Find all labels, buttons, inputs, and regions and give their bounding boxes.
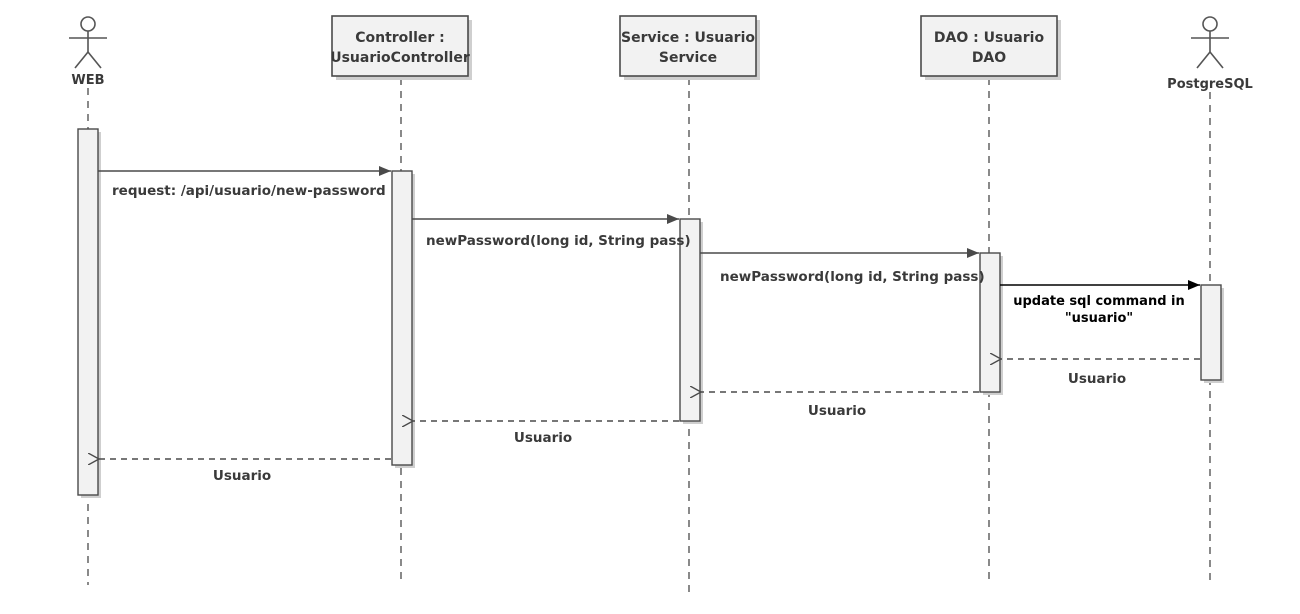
controller-activation [391,170,415,468]
service-return-label: Usuario [514,430,572,446]
dao-participant: DAO : Usuario DAO [920,15,1061,80]
controller-return-label: Usuario [213,468,271,484]
web-actor-label: WEB [71,73,104,88]
service-participant: Service : Usuario Service [619,15,760,80]
service-to-dao-label: newPassword(long id, String pass) [720,269,985,285]
service-label-line1: Service : Usuario [621,30,755,46]
web-actor-icon [69,16,107,69]
postgres-activation [1200,284,1224,383]
controller-to-service-label: newPassword(long id, String pass) [426,233,691,249]
dao-return-label: Usuario [808,403,866,419]
dao-label-line1: DAO : Usuario [934,30,1045,46]
controller-participant: Controller : UsuarioController [330,15,472,80]
service-activation [679,218,703,424]
db-return-label: Usuario [1068,371,1126,387]
controller-label-line1: Controller : [355,30,445,46]
controller-label-line2: UsuarioController [330,50,470,66]
postgres-actor-icon [1191,16,1229,69]
request-label: request: /api/usuario/new-password [112,183,386,199]
dao-to-db-label-line2: "usuario" [1065,311,1133,326]
dao-to-db-label-line1: update sql command in [1013,294,1185,309]
web-activation [77,128,101,498]
postgres-actor-label: PostgreSQL [1167,77,1253,92]
dao-label-line2: DAO [972,50,1006,66]
service-label-line2: Service [659,50,717,66]
